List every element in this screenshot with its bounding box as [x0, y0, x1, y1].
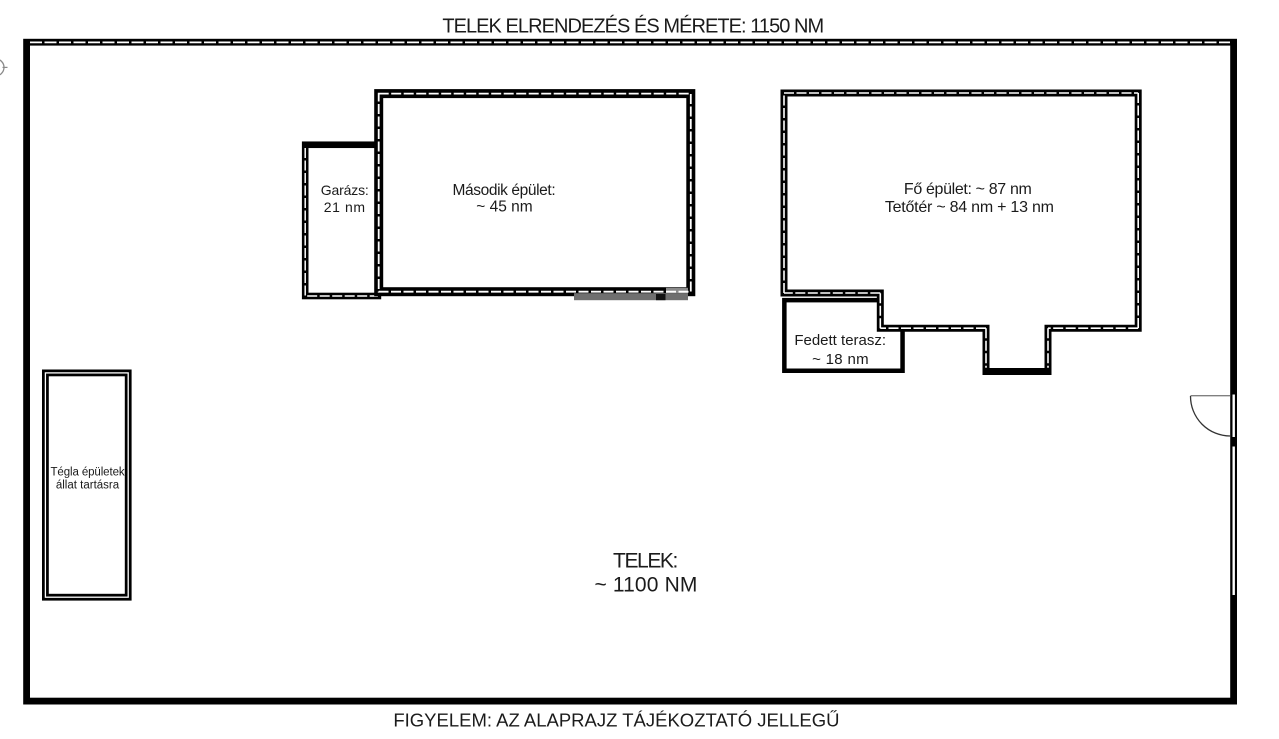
- svg-text:Tetőtér ~ 84 nm + 13 nm: Tetőtér ~ 84 nm + 13 nm: [885, 199, 1054, 216]
- svg-text:21 nm: 21 nm: [324, 199, 366, 215]
- svg-text:Tégla épületek: Tégla épületek: [50, 467, 124, 479]
- svg-text:~ 1100 NM: ~ 1100 NM: [594, 574, 697, 597]
- svg-text:~ 18 nm: ~ 18 nm: [812, 351, 869, 368]
- svg-text:állat tartásra: állat tartásra: [56, 480, 120, 492]
- svg-text:Második épület:: Második épület:: [453, 182, 556, 199]
- svg-text:Garázs:: Garázs:: [321, 182, 369, 198]
- svg-text:TELEK ELRENDEZÉS ÉS MÉRETE: 11: TELEK ELRENDEZÉS ÉS MÉRETE: 1150 NM: [442, 14, 823, 37]
- svg-text:FIGYELEM: AZ ALAPRAJZ TÁJÉKOZT: FIGYELEM: AZ ALAPRAJZ TÁJÉKOZTATÓ JELLEG…: [393, 709, 839, 730]
- svg-text:~ 45 nm: ~ 45 nm: [476, 199, 532, 216]
- svg-text:TELEK:: TELEK:: [613, 549, 677, 572]
- svg-text:Fedett terasz:: Fedett terasz:: [794, 332, 886, 349]
- svg-text:Fő épület: ~ 87 nm: Fő épület: ~ 87 nm: [904, 181, 1032, 198]
